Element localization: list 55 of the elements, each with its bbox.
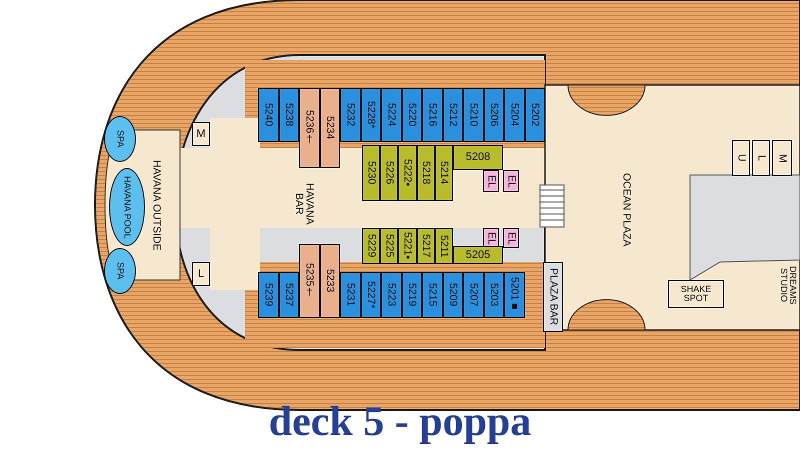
cabin: 5239: [258, 272, 278, 318]
cabin: 5238: [278, 88, 299, 142]
area-label: HAVANA BAR: [294, 178, 314, 230]
cabin: 5208: [453, 145, 503, 170]
elevator: EL: [503, 170, 519, 192]
cabin: 5217: [416, 228, 435, 264]
cabin: 5223: [381, 272, 402, 318]
cabin: 5224: [381, 88, 402, 142]
restroom: M: [192, 122, 210, 146]
cabin: 5215: [422, 272, 442, 318]
cabin: 5212: [442, 88, 463, 142]
cabin: 5236†: [299, 88, 320, 168]
cabin: 5222•: [398, 145, 417, 201]
cabin: 5206: [484, 88, 504, 142]
cabin: 5214: [434, 145, 453, 201]
cabin: 5226: [380, 145, 398, 201]
area-label: DREAMS STUDIO: [776, 258, 800, 312]
cabin: 5235†: [299, 244, 320, 318]
cabin: 5207: [463, 272, 484, 318]
elevator: EL: [483, 170, 499, 192]
area-label: OCEAN PLAZA: [616, 170, 636, 250]
cabin: 5211: [434, 228, 453, 264]
venue-room: SHAKE SPOT: [668, 280, 724, 308]
cabin: 5219: [402, 272, 422, 318]
cabin: 5201■: [504, 272, 524, 318]
cabin: 5203: [484, 272, 504, 318]
restroom: M: [772, 140, 792, 176]
cabin: 5228*: [360, 88, 381, 142]
deck-title: deck 5 - poppa: [268, 398, 532, 446]
restroom: L: [752, 140, 770, 176]
cabin: 5209: [442, 272, 463, 318]
cabin: 5218: [416, 145, 435, 201]
cabin: 5231: [340, 272, 360, 318]
cabin: 5240: [258, 88, 278, 142]
cabin: 5232: [340, 88, 360, 142]
restroom: U: [732, 140, 750, 176]
cabin: 5225: [380, 228, 398, 264]
cabin: 5229: [362, 228, 380, 264]
area-label: HAVANA OUTSIDE: [146, 150, 166, 260]
cabin: 5230: [362, 145, 380, 201]
cabin: 5233: [320, 244, 340, 318]
cabin: 5216: [422, 88, 442, 142]
bar-area: PLAZA BAR: [543, 262, 563, 332]
cabin: 5205: [453, 246, 503, 264]
elevator: EL: [503, 228, 519, 248]
restroom: L: [192, 262, 210, 286]
cabin: 5202: [524, 88, 545, 142]
cabin: 5220: [402, 88, 422, 142]
cabin: 5221•: [398, 228, 417, 264]
cabin: 5237: [278, 272, 299, 318]
elevator: EL: [483, 228, 499, 248]
cabin: 5227*: [360, 272, 381, 318]
cabin: 5210: [463, 88, 484, 142]
cabin: 5204: [504, 88, 524, 142]
cabin: 5234: [320, 88, 340, 168]
